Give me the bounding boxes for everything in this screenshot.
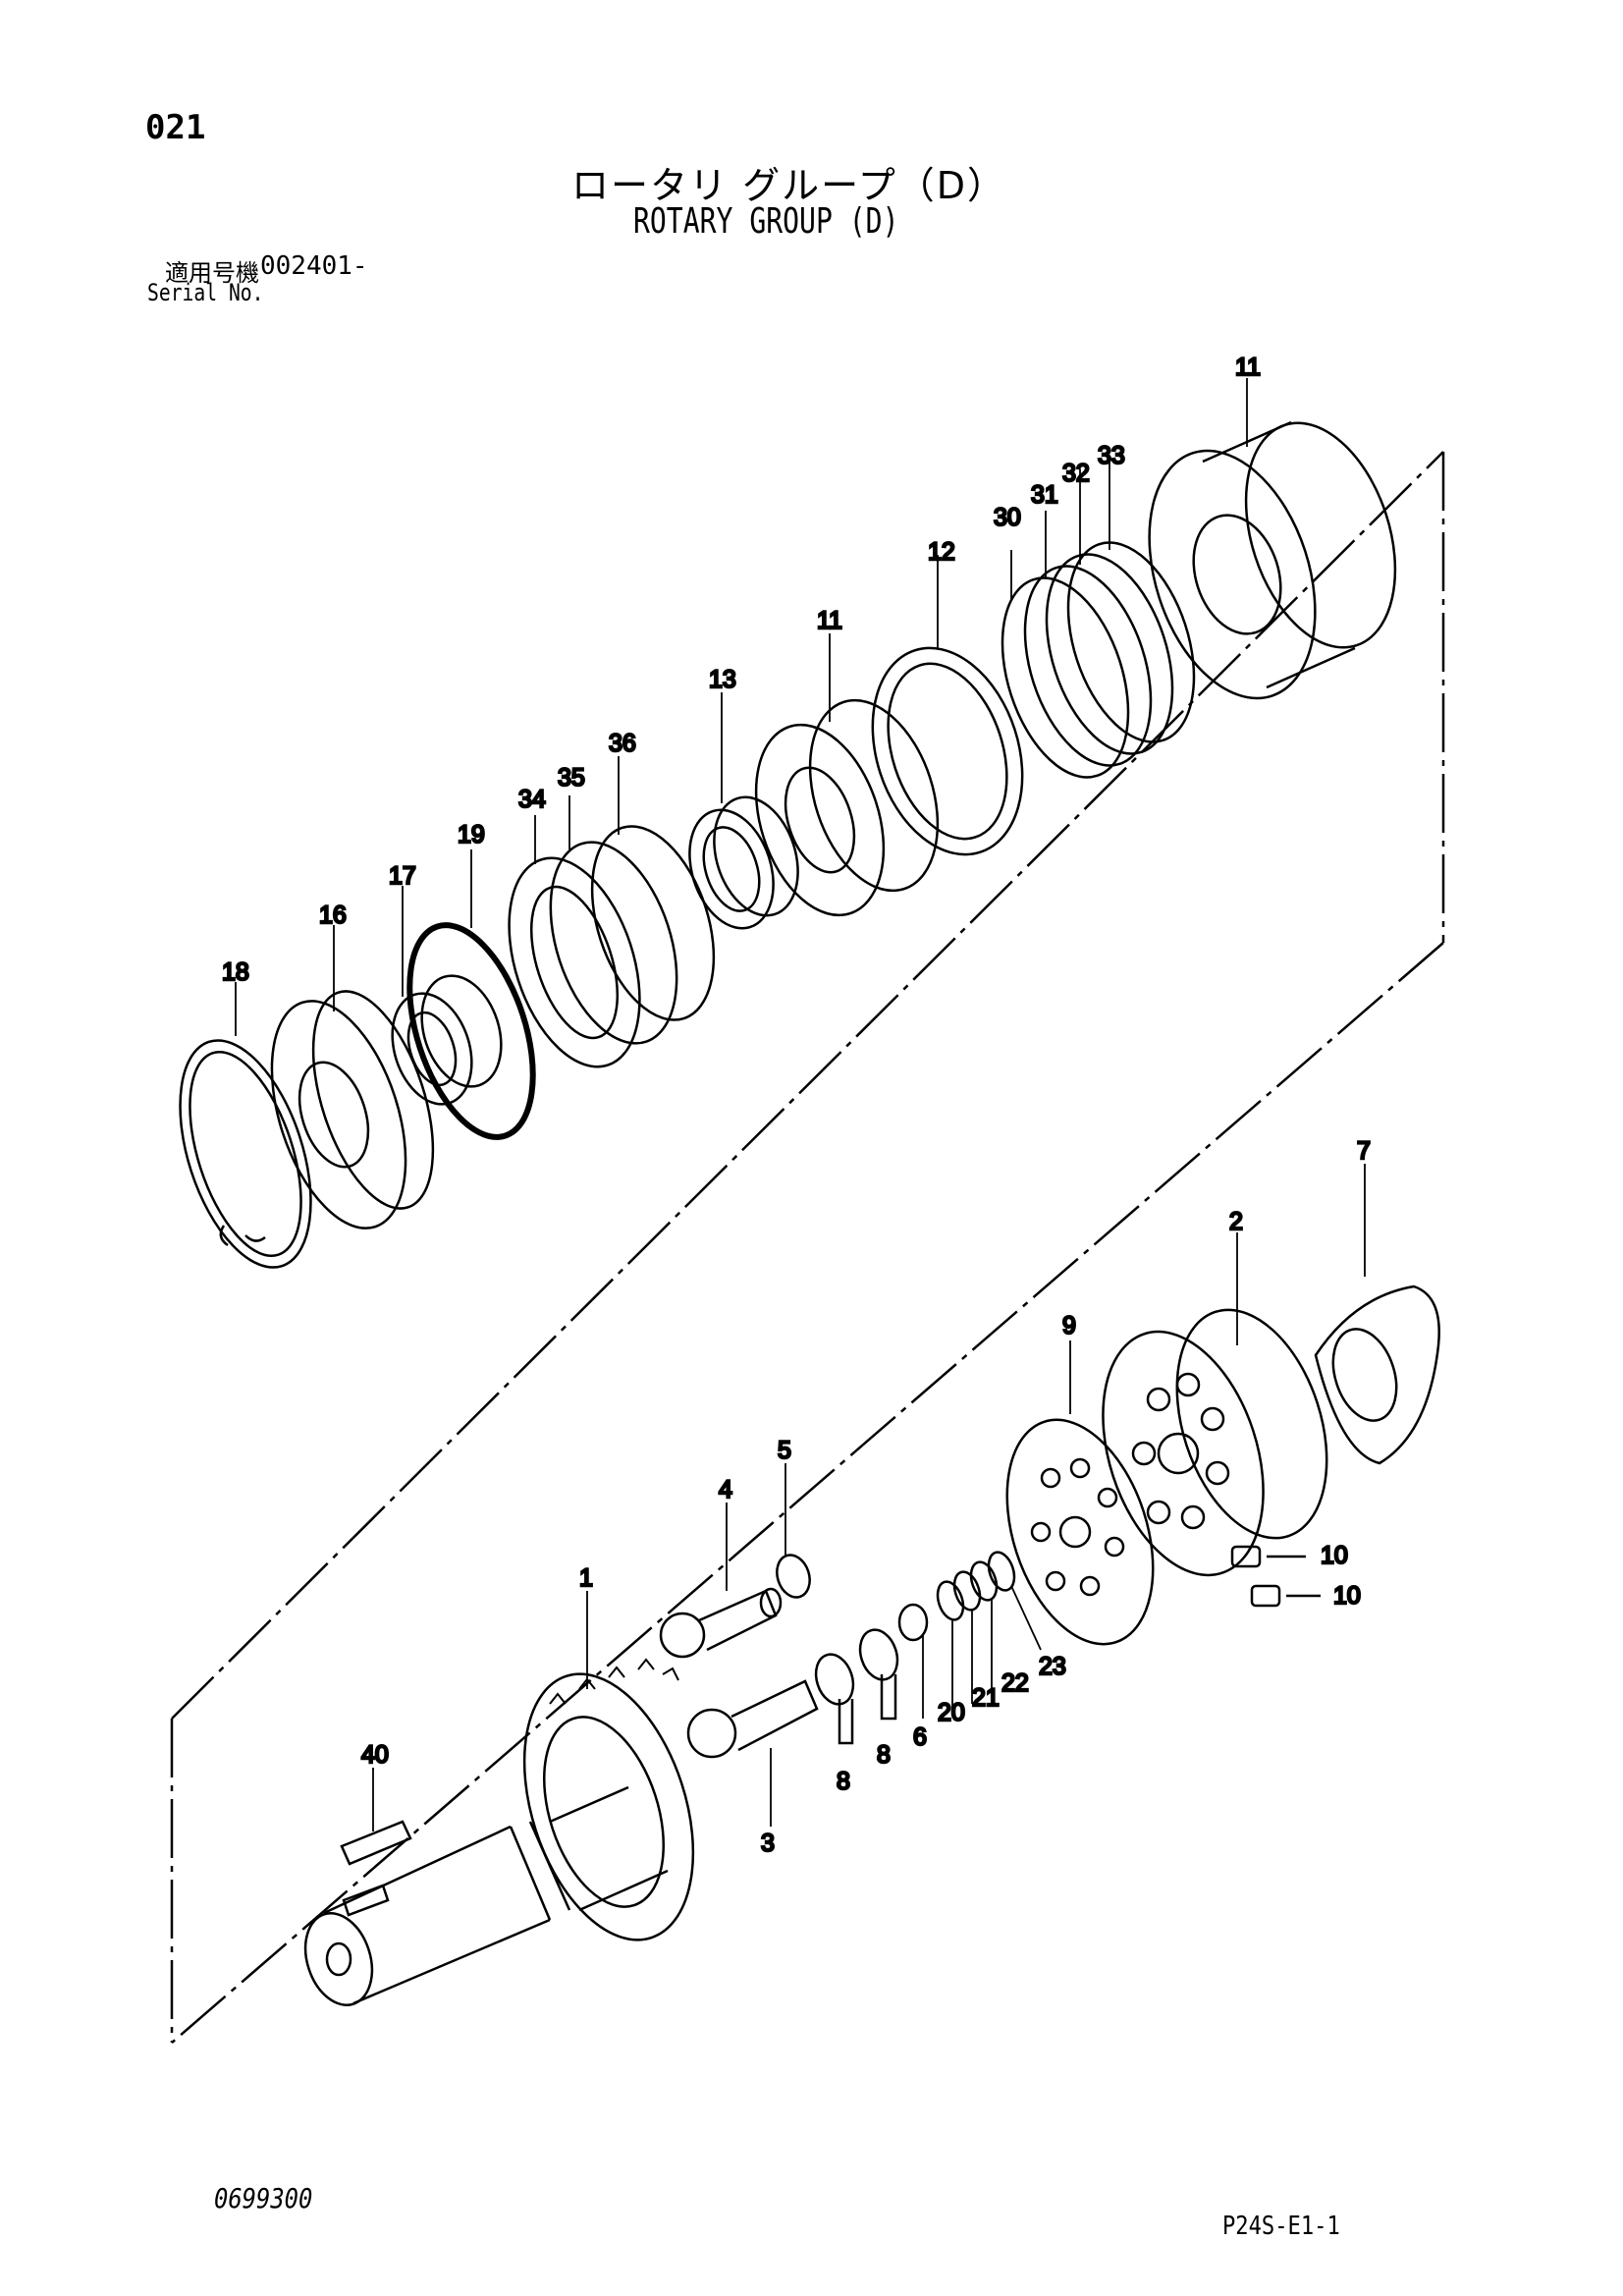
callout-32: 32 xyxy=(1062,460,1090,487)
callout-10-upper: 10 xyxy=(1321,1542,1348,1569)
page-number: 021 xyxy=(145,108,206,147)
part-13-washer xyxy=(871,646,1024,856)
part-11-housing xyxy=(1148,420,1397,700)
callout-20: 20 xyxy=(938,1699,965,1726)
serial-label-english: Serial No. xyxy=(147,279,264,306)
title-english: ROTARY GROUP (D) xyxy=(633,201,899,242)
callout-14: 13 xyxy=(709,666,736,693)
callout-5: 5 xyxy=(778,1437,791,1464)
part-1-shaft xyxy=(303,1658,695,2006)
part-16-retainer xyxy=(270,990,435,1230)
callout-1: 1 xyxy=(579,1564,593,1592)
callout-21: 21 xyxy=(972,1684,1000,1712)
part-5-shoe xyxy=(776,1554,811,1599)
callout-31: 31 xyxy=(1031,481,1058,509)
part-number-callouts: 11 33 32 31 30 12 11 13 36 35 34 19 17 1… xyxy=(221,353,1372,1859)
callout-8-right: 8 xyxy=(877,1741,891,1769)
part-6-valve-plate xyxy=(1314,1285,1440,1465)
title-japanese: ロータリ グループ（D） xyxy=(571,164,1007,207)
callout-11: 11 xyxy=(1235,354,1261,381)
callout-3: 3 xyxy=(761,1830,775,1857)
callout-40: 40 xyxy=(361,1741,389,1769)
callout-2: 2 xyxy=(1229,1208,1243,1235)
serial-label-japanese: 適用号機 xyxy=(165,259,259,287)
callout-9: 9 xyxy=(1062,1312,1076,1339)
parts-20-23-shim-set xyxy=(936,1551,1016,1621)
sheet-code: P24S-E1-1 xyxy=(1222,2212,1340,2241)
callout-8-left: 8 xyxy=(837,1768,850,1795)
serial-number: 002401- xyxy=(260,251,368,281)
part-10-bolts xyxy=(1230,1545,1321,1608)
parts-34-35-36-spring-set xyxy=(508,825,716,1068)
callout-35: 35 xyxy=(558,764,585,792)
part-2-cylinder-block xyxy=(1102,1308,1328,1577)
callout-6: 7 xyxy=(1357,1137,1371,1165)
callout-12: 11 xyxy=(817,607,842,634)
callout-22: 22 xyxy=(1001,1669,1029,1697)
callout-23: 23 xyxy=(1039,1653,1066,1680)
callout-18: 18 xyxy=(222,958,249,986)
part-14-spline-collar xyxy=(688,795,799,930)
part-9-retainer-plate xyxy=(1005,1418,1155,1646)
part-8-shoes xyxy=(814,1628,899,1745)
part-3-piston xyxy=(686,1679,819,1759)
part-7-pin xyxy=(897,1603,929,1642)
callout-10-lower: 10 xyxy=(1333,1582,1361,1610)
callout-30: 30 xyxy=(994,504,1021,531)
callout-19: 19 xyxy=(458,821,485,848)
assembly-frame xyxy=(170,451,1445,2044)
part-12-bearing xyxy=(754,698,940,917)
callout-33: 33 xyxy=(1098,442,1125,469)
parts-30-33-spring-pack xyxy=(1001,541,1196,779)
callout-4: 4 xyxy=(719,1476,732,1503)
callout-13: 12 xyxy=(928,538,955,566)
callout-7: 6 xyxy=(913,1723,927,1751)
callout-16: 16 xyxy=(319,902,347,929)
part-17-bushing xyxy=(391,974,503,1106)
part-4-piston xyxy=(659,1587,783,1659)
part-40-key xyxy=(340,1820,412,1866)
part-18-snap-ring xyxy=(179,1039,312,1269)
part-19-o-ring xyxy=(406,922,536,1140)
callout-34: 34 xyxy=(518,786,546,813)
callout-17: 17 xyxy=(389,862,416,890)
callout-36: 36 xyxy=(609,730,636,757)
leader-lines xyxy=(235,378,1366,1831)
document-code: 0699300 xyxy=(214,2182,313,2214)
